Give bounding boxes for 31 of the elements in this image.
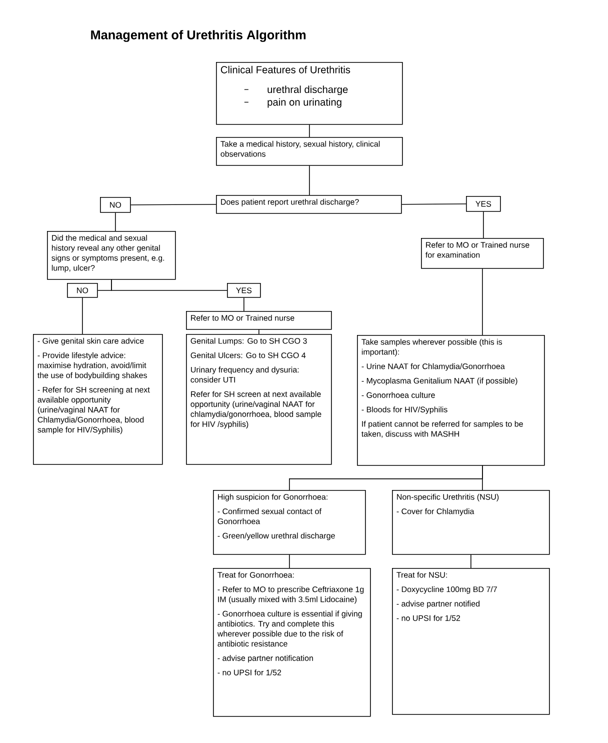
choice-tag: YES — [466, 196, 501, 212]
connector-line — [482, 268, 483, 336]
connector-line — [258, 329, 260, 334]
process-box: Refer to MO or Trained nurse — [186, 311, 332, 330]
process-box: Genital Lumps: Go to SH CGO 3 Genital Ulcers: Go to SH CGO 4 Urinary frequency and dysuria: consider UTI Refer for SH screen at next available opportunity (urine/vaginal NAAT for chlamydia/gonorrhoea, blood sample for HIV /syphilis) — [186, 334, 332, 465]
connector-line — [483, 211, 484, 238]
connector-line — [401, 204, 466, 205]
connector-line — [482, 465, 483, 490]
connector-line — [115, 212, 116, 232]
connector-line — [111, 279, 228, 291]
choice-tag: NO — [67, 283, 98, 298]
process-box: Did the medical and sexual history reveal any other genital signs or symptoms present, e.g. lump, ulcer? — [47, 231, 176, 280]
connector-line — [130, 204, 216, 206]
process-box: Take samples wherever possible (this is important): - Urine NAAT for Chlamydia/Gonorrhoea - Mycoplasma Genitalium NAAT (if possible) - Gonorrhoea culture - Bloods for HIV/Syphilis If patient cannot be referred for samples to be taken, discuss with MASHH — [357, 335, 545, 466]
process-box: High suspicion for Gonorrhoea: - Confirmed sexual contact of Gonorrhoea - Green/yellow urethral discharge — [213, 490, 366, 555]
process-box: Treat for NSU: - Doxycycline 100mg BD 7/7 - advise partner notified - no UPSI for 1/52 — [392, 568, 550, 715]
process-box: - Give genital skin care advice - Provide lifestyle advice: maximise hydration, avoid/limit the use of bodybuilding shakes - Refer for SH screening at next available opportunity (urine/vaginal NAAT for Chlamydia/Gonorrhoea, blood sample for HIV/Syphilis) — [33, 334, 163, 465]
connector-line — [82, 297, 83, 334]
process-box: Non-specific Urethritis (NSU) - Cover for Chlamydia — [392, 490, 550, 555]
choice-tag: YES — [227, 283, 261, 298]
title: Management of Urethritis Algorithm — [91, 30, 306, 42]
process-box: Does patient report urethral discharge? — [216, 195, 402, 214]
process-box: Take a medical history, sexual history, clinical observations — [216, 137, 403, 166]
choice-tag: NO — [100, 197, 131, 213]
process-box: Clinical Features of Urethritis urethral discharge pain on urinating — [216, 62, 403, 125]
process-box: Treat for Gonorrhoea: - Refer to MO to prescribe Ceftriaxone 1g IM (usually mixed with 3.5ml Lidocaine) - Gonorrhoea culture is essential if giving antibiotics. Try and complete this wherever possible due to the risk of antibiotic resistance - advise partner notification - no UPSI for 1/52 — [213, 568, 371, 717]
connector-line — [470, 554, 472, 568]
connector-line — [309, 165, 310, 196]
process-box: Refer to MO or Trained nurse for examination — [421, 238, 544, 269]
connector-line — [309, 124, 310, 138]
connector-line — [289, 554, 290, 568]
